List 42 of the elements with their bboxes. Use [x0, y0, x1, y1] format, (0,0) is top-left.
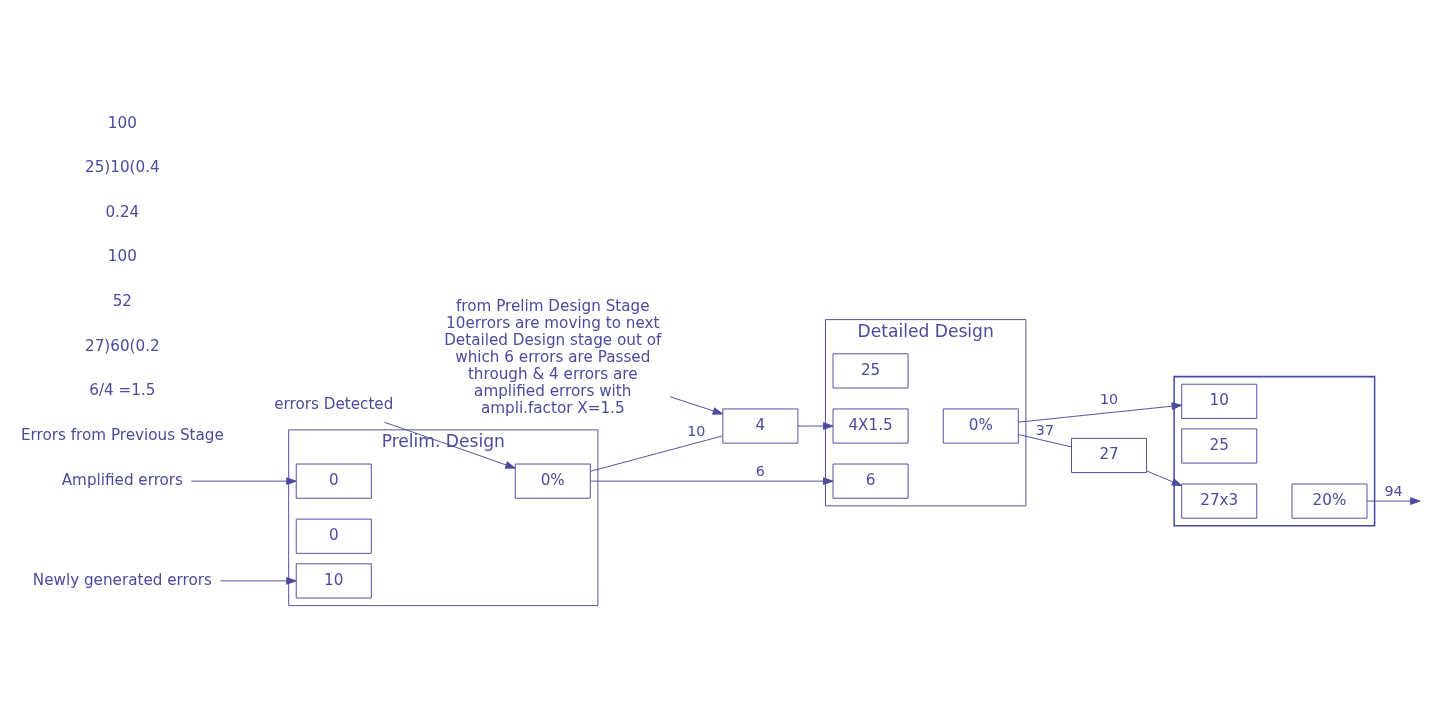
- label: 100: [107, 247, 137, 266]
- label: 52: [112, 292, 133, 311]
- edge-label: 10: [1099, 391, 1119, 408]
- node-box: 10: [1181, 383, 1258, 419]
- arrow: [219, 577, 297, 585]
- label: 100: [107, 113, 137, 132]
- node-text: Newly generated errors: [32, 570, 212, 589]
- arrow: [669, 396, 724, 415]
- arrow: [190, 477, 297, 485]
- node-box: 0: [295, 518, 372, 554]
- node-box: 6: [832, 463, 909, 499]
- arrow: [590, 477, 834, 485]
- edge-label: 94: [1384, 483, 1403, 500]
- node-box: 27x3: [1181, 483, 1258, 519]
- node-text: Amplified errors: [61, 470, 184, 489]
- node-box: 4: [722, 408, 799, 444]
- arrow: [384, 421, 516, 469]
- label: 27)60(0.2: [85, 336, 160, 355]
- arrow: [797, 422, 834, 430]
- node-text: errors Detected: [274, 394, 394, 413]
- node-box: 0: [295, 463, 372, 499]
- edge-label: 10: [687, 423, 706, 440]
- node-box: 25: [1181, 428, 1258, 464]
- node-box: 20%: [1291, 483, 1368, 519]
- node-text: from Prelim Design Stage 10errors are moving to next Detailed Design stage out of which 6 errors are Passed through & 4 errors are amplified errors with ampli.factor X=1.5: [444, 296, 662, 418]
- node-box: 10: [295, 563, 372, 599]
- arrow: [1017, 402, 1182, 423]
- connector: [1018, 434, 1072, 448]
- label: 25)10(0.4: [85, 158, 160, 177]
- edge-label: 6: [755, 463, 765, 480]
- edge-label: 37: [1035, 421, 1054, 438]
- node-box: 27: [1071, 437, 1148, 474]
- connector: [590, 435, 724, 472]
- label: 0.24: [105, 202, 140, 221]
- node-box: 25: [832, 353, 909, 389]
- label: 6/4 =1.5: [89, 381, 156, 400]
- label: Errors from Previous Stage: [20, 426, 224, 445]
- arrow: [1146, 470, 1183, 487]
- node-box: 0%: [942, 408, 1019, 444]
- node-box: 0%: [514, 463, 591, 499]
- arrow: [1366, 497, 1421, 505]
- node-box: 4X1.5: [832, 408, 909, 444]
